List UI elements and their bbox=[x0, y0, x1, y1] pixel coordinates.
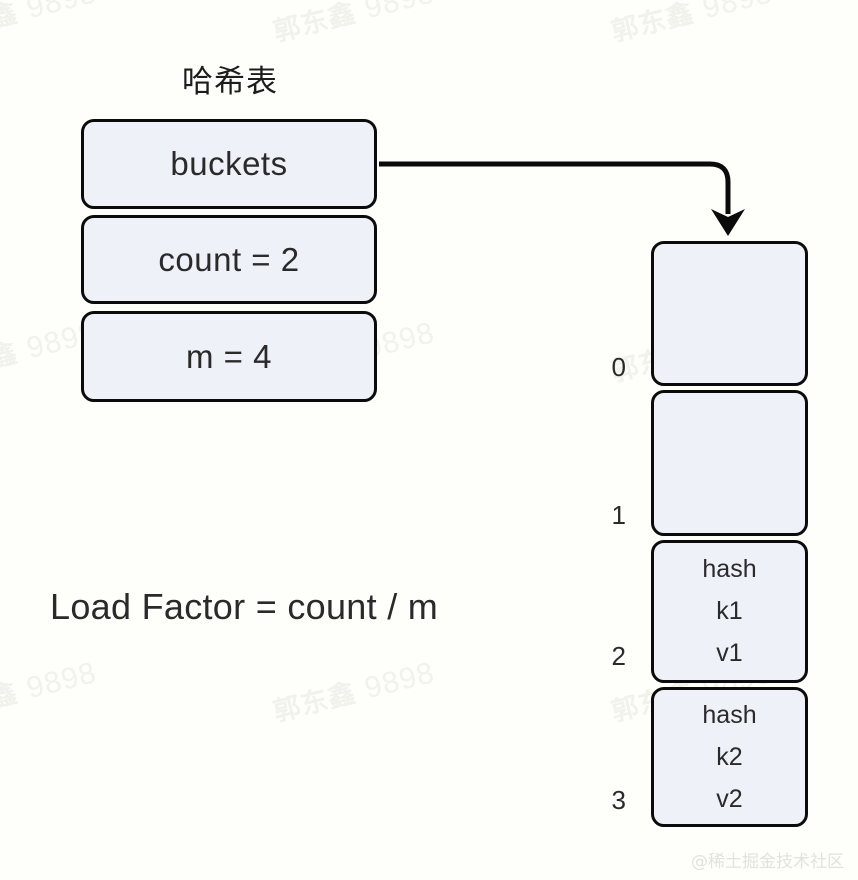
bucket-3-line-2: v2 bbox=[716, 784, 743, 813]
bucket-slot-1 bbox=[651, 390, 808, 536]
bucket-index-2: 2 bbox=[611, 641, 626, 671]
bucket-3-line-1: k2 bbox=[716, 742, 743, 771]
bucket-2-line-0: hash bbox=[702, 555, 757, 583]
bucket-index-3: 3 bbox=[611, 785, 626, 815]
struct-field-buckets-label: buckets bbox=[170, 145, 288, 182]
bucket-3-line-0: hash bbox=[702, 700, 757, 729]
struct-field-m-label: m = 4 bbox=[186, 337, 272, 375]
struct-field-buckets: buckets bbox=[81, 119, 377, 209]
bucket-2-line-2: v1 bbox=[716, 639, 743, 667]
page-title: 哈希表 bbox=[182, 64, 278, 100]
struct-field-count-label: count = 2 bbox=[158, 240, 300, 278]
bucket-slot-3: hash k2 v2 bbox=[651, 687, 808, 827]
bucket-slot-0 bbox=[651, 241, 808, 386]
bucket-index-0: 0 bbox=[611, 352, 626, 382]
bucket-2-line-1: k1 bbox=[716, 597, 743, 625]
struct-field-count: count = 2 bbox=[81, 215, 377, 304]
bucket-index-1: 1 bbox=[611, 500, 626, 530]
struct-field-m: m = 4 bbox=[81, 311, 377, 402]
bucket-slot-2: hash k1 v1 bbox=[651, 540, 808, 683]
load-factor-formula: Load Factor = count / m bbox=[50, 586, 439, 627]
credit-watermark: @稀土掘金技术社区 bbox=[691, 852, 844, 872]
